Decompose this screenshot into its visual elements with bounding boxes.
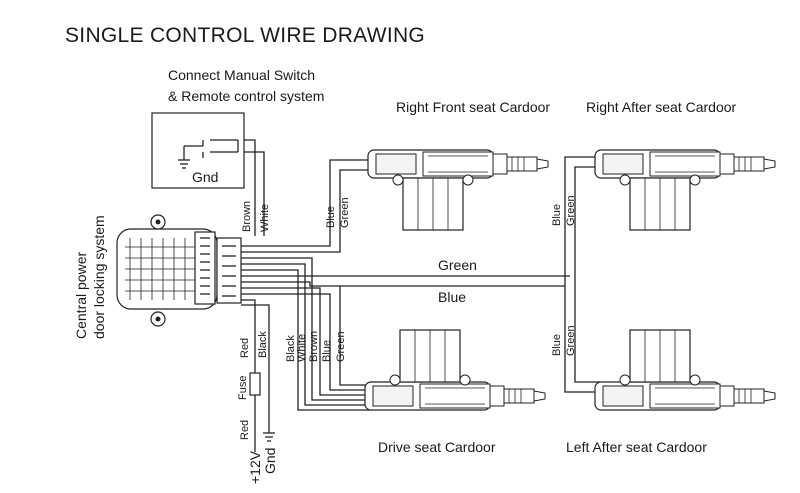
control-unit-label-line1: Central power [73,252,89,339]
manual-switch-box: Gnd [151,112,245,189]
wire-label-power-red-bottom: Red [239,420,251,440]
fuse-symbol [249,372,261,396]
actuator-left-after [594,329,776,411]
wire-label-drive-brown: Brown [308,331,320,362]
diagram-title: SINGLE CONTROL WIRE DRAWING [65,24,425,47]
actuator-right-after [594,149,776,231]
wire-label-ra-blue: Blue [551,204,563,226]
wire-label-la-green: Green [565,325,577,356]
plus12v-label: +12V [247,450,263,484]
wire-label-drive-green: Green [335,331,347,362]
wire-label-main-blue: Blue [438,289,466,305]
gnd-label: Gnd [262,448,278,474]
actuator-right-front [367,149,549,231]
wire-label-ra-green: Green [565,195,577,226]
wire-label-rf-green: Green [339,197,351,228]
main-harness: Green Blue Blue Green Blue Green Blue Gr… [241,156,600,411]
switch-caption-line1: Connect Manual Switch [168,67,315,83]
wire-label-rf-blue: Blue [325,206,337,228]
wire-label-switch-brown: Brown [241,201,253,232]
wire-label-switch-white: White [259,204,271,232]
wire-label-drive-blue: Blue [321,340,333,362]
power-wires: Red Black Fuse Red +12V Gnd [237,299,278,484]
central-control-unit [116,214,242,327]
actuator-label-right-after: Right After seat Cardoor [586,99,737,115]
actuator-label-left-after: Left After seat Cardoor [566,439,707,455]
fuse-label: Fuse [237,376,249,400]
switch-caption-line2: & Remote control system [168,88,324,104]
control-unit-label-line2: door locking system [91,215,107,339]
wire-label-drive-white: White [296,334,308,362]
actuator-label-drive: Drive seat Cardoor [378,439,496,455]
wire-label-power-red-top: Red [239,338,251,358]
wire-label-la-blue: Blue [551,334,563,356]
actuator-drive [364,329,546,411]
switch-gnd-label: Gnd [192,169,218,185]
wire-label-main-green: Green [438,257,477,273]
wire-label-power-black: Black [257,331,269,358]
switch-wires: Brown White [241,139,271,236]
wire-label-drive-black: Black [285,335,297,362]
actuator-label-right-front: Right Front seat Cardoor [396,99,550,115]
